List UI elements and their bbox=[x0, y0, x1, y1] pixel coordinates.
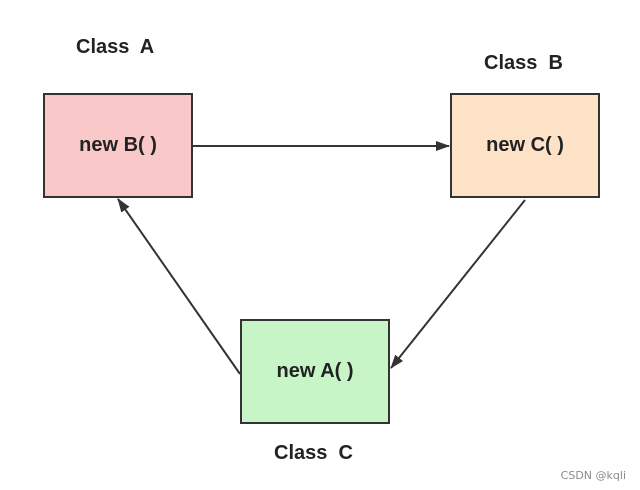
class-b-code-label: new C( ) bbox=[486, 134, 564, 156]
class-b-box: new C( ) bbox=[450, 93, 600, 198]
class-a-box: new B( ) bbox=[43, 93, 193, 198]
edge-b-to-c-arrow bbox=[390, 199, 526, 369]
class-b-title: Class B bbox=[484, 52, 563, 74]
class-c-title: Class C bbox=[274, 442, 353, 464]
edge-c-to-a-arrow bbox=[117, 198, 241, 375]
class-a-code-label: new B( ) bbox=[79, 134, 157, 156]
class-c-code-label: new A( ) bbox=[276, 360, 354, 382]
class-c-box: new A( ) bbox=[240, 319, 390, 424]
watermark: CSDN @kqli bbox=[560, 469, 626, 482]
class-a-title: Class A bbox=[76, 36, 155, 58]
